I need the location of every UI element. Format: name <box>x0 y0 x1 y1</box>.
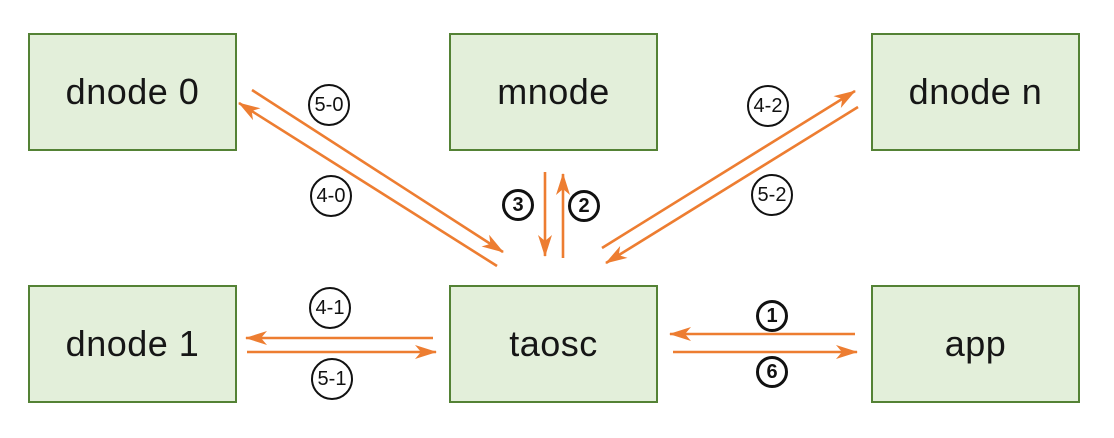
arrow-step5-0-dnode0-to-taosc <box>251 88 504 254</box>
step-label-3: 3 <box>502 189 534 221</box>
node-app: app <box>871 285 1080 403</box>
step-label-2: 2 <box>568 190 600 222</box>
step-label-text-5-1: 5-1 <box>317 367 347 390</box>
node-dnoden: dnode n <box>871 33 1080 151</box>
arrow-step4-0-taosc-to-dnode0 <box>238 101 498 268</box>
step-label-text-1: 1 <box>766 304 778 327</box>
step-label-1: 1 <box>756 300 788 332</box>
step-label-text-4-1: 4-1 <box>315 296 345 319</box>
step-label-text-3: 3 <box>512 193 524 216</box>
step-label-5-1: 5-1 <box>311 358 353 400</box>
step-label-text-2: 2 <box>578 194 590 217</box>
node-label-mnode: mnode <box>497 71 610 112</box>
node-label-app: app <box>944 323 1007 364</box>
node-taosc: taosc <box>449 285 658 403</box>
step-label-text-4-2: 4-2 <box>753 94 783 117</box>
arrow-step5-2-dnoden-to-taosc <box>605 105 859 265</box>
node-label-taosc: taosc <box>509 323 598 364</box>
step-label-5-0: 5-0 <box>308 84 350 126</box>
step-label-4-0: 4-0 <box>310 175 352 217</box>
node-label-dnode0: dnode 0 <box>65 71 200 112</box>
step-label-4-2: 4-2 <box>747 85 789 127</box>
node-label-dnoden: dnode n <box>908 71 1043 112</box>
arrow-step4-2-taosc-to-dnoden <box>601 89 856 250</box>
step-label-6: 6 <box>756 356 788 388</box>
node-dnode1: dnode 1 <box>28 285 237 403</box>
step-label-text-4-0: 4-0 <box>316 184 346 207</box>
step-label-5-2: 5-2 <box>751 174 793 216</box>
step-label-4-1: 4-1 <box>309 287 351 329</box>
node-mnode: mnode <box>449 33 658 151</box>
step-label-text-5-0: 5-0 <box>314 93 344 116</box>
node-dnode0: dnode 0 <box>28 33 237 151</box>
node-label-dnode1: dnode 1 <box>65 323 200 364</box>
step-label-text-6: 6 <box>766 360 778 383</box>
step-label-text-5-2: 5-2 <box>757 183 787 206</box>
